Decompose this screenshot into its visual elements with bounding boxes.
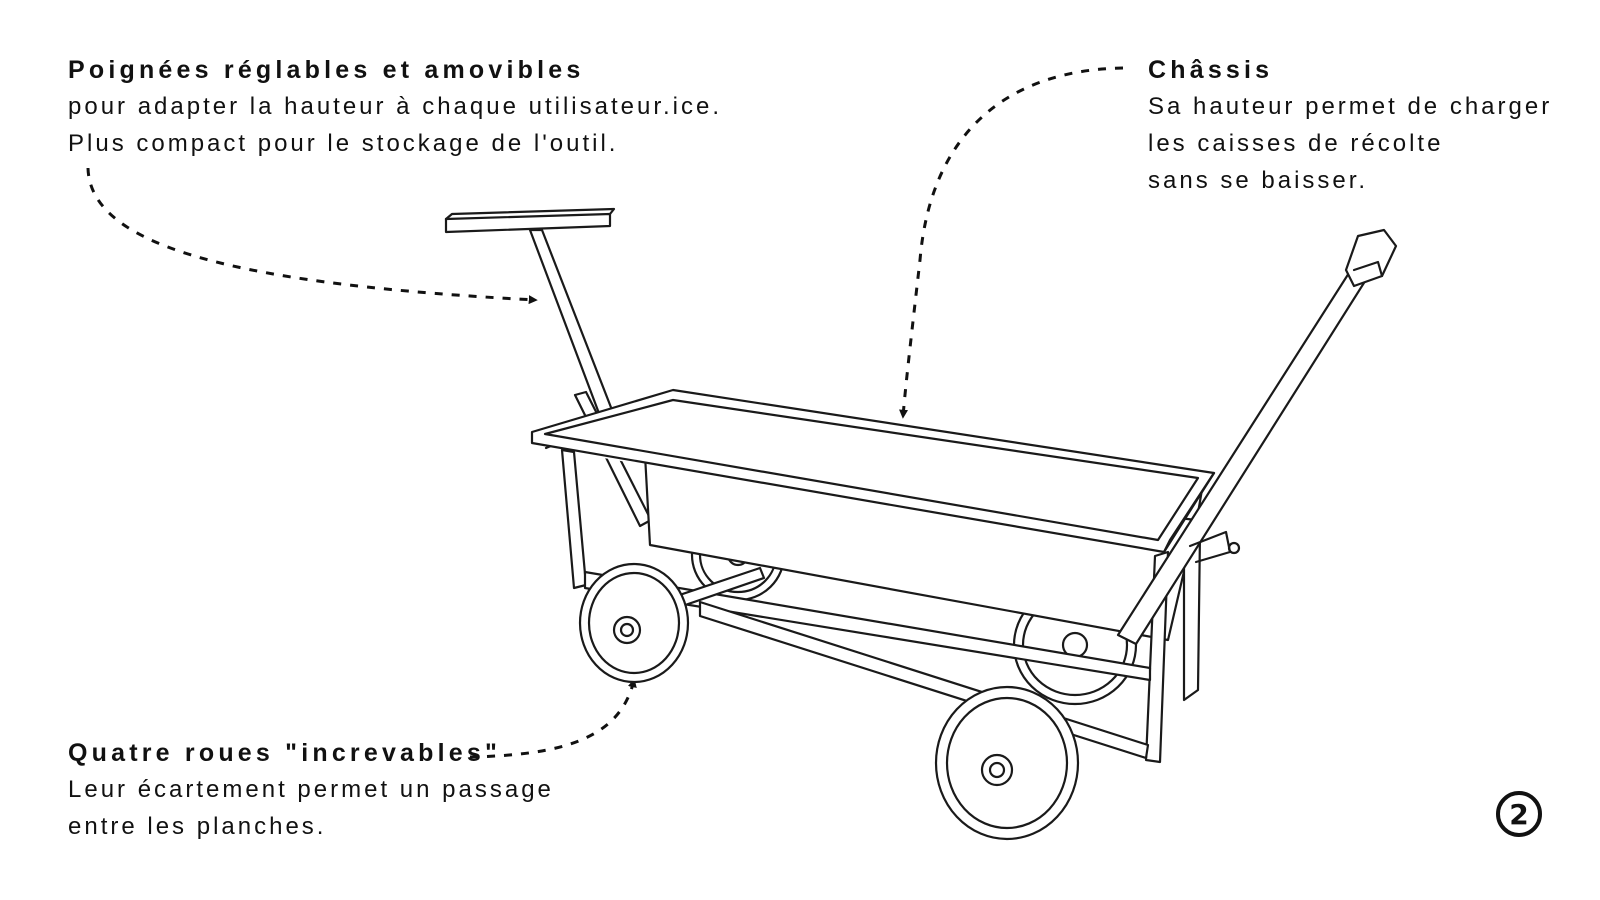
top-rim-edge [1162, 471, 1216, 554]
left-handle [444, 207, 653, 528]
handles-title: Poignées réglables et amovibles [68, 56, 585, 84]
handles-callout-arrow [86, 167, 538, 305]
chassis-line-2: les caisses de récolte [1148, 130, 1444, 157]
front-left-post [560, 448, 588, 590]
chassis-annotation: Châssis Sa hauteur permet de charger les… [1148, 52, 1552, 199]
handles-line-2: Plus compact pour le stockage de l'outil… [68, 130, 619, 157]
wheels-line-2: entre les planches. [68, 813, 327, 840]
lower-side-rail [583, 570, 1152, 682]
page-number-badge: 2 [1496, 791, 1542, 837]
wheels-title: Quatre roues "increvables" [68, 739, 502, 767]
front-right-post [1144, 550, 1170, 764]
front-right-wheel [934, 685, 1080, 841]
top-rim-inner [543, 398, 1200, 542]
cart [444, 207, 1398, 841]
chassis-line-1: Sa hauteur permet de charger [1148, 93, 1553, 120]
handles-line-1: pour adapter la hauteur à chaque utilisa… [68, 93, 723, 120]
chassis-title: Châssis [1148, 56, 1274, 84]
right-handle [1116, 228, 1398, 646]
wheels-line-1: Leur écartement permet un passage [68, 776, 554, 803]
wheels-callout-arrow [469, 678, 637, 759]
front-left-wheel [578, 562, 690, 684]
handles-annotation: Poignées réglables et amovibles pour ada… [68, 52, 722, 162]
wheels-annotation: Quatre roues "increvables" Leur écarteme… [68, 735, 554, 845]
bottom-side-rail [698, 600, 1150, 760]
chassis-callout-arrow [899, 66, 1124, 419]
chassis-line-3: sans se baisser. [1148, 167, 1369, 194]
